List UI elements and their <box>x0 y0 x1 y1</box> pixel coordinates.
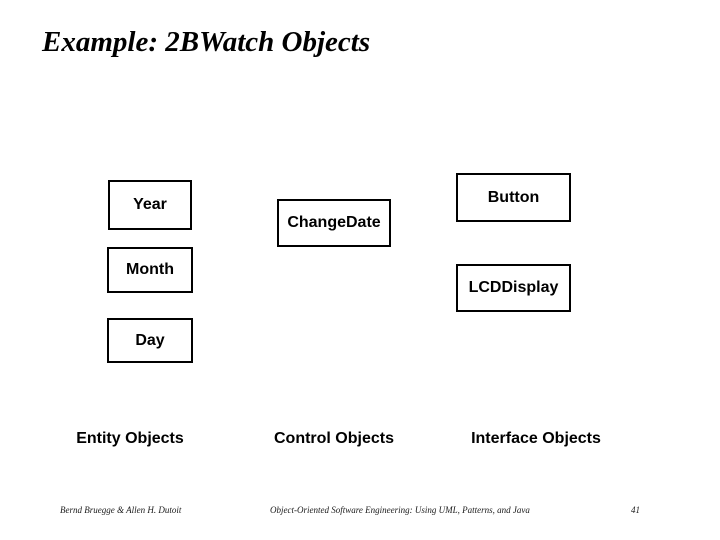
footer-authors: Bernd Bruegge & Allen H. Dutoit <box>60 505 182 515</box>
object-box-year-label: Year <box>133 196 167 213</box>
object-box-changedate: ChangeDate <box>277 199 391 247</box>
footer-page-number: 41 <box>631 505 640 515</box>
object-box-day-label: Day <box>135 331 165 349</box>
object-box-day: Day <box>107 318 193 363</box>
object-box-button-label: Button <box>487 188 540 206</box>
object-box-year: Year <box>108 180 192 230</box>
object-box-month-label: Month <box>126 261 174 278</box>
object-box-button: Button <box>456 173 571 222</box>
object-box-changedate-label: ChangeDate <box>287 214 381 231</box>
object-box-month: Month <box>107 247 193 293</box>
object-box-lcddisplay: LCDDisplay <box>456 264 571 312</box>
object-box-lcddisplay-label: LCDDisplay <box>468 279 559 296</box>
column-label-control-objects: Control Objects <box>273 430 394 447</box>
slide-title: Example: 2BWatch Objects <box>42 26 371 58</box>
column-label-interface-objects: Interface Objects <box>471 430 601 447</box>
column-label-entity-objects: Entity Objects <box>76 430 184 447</box>
footer-book-title: Object-Oriented Software Engineering: Us… <box>270 505 530 515</box>
